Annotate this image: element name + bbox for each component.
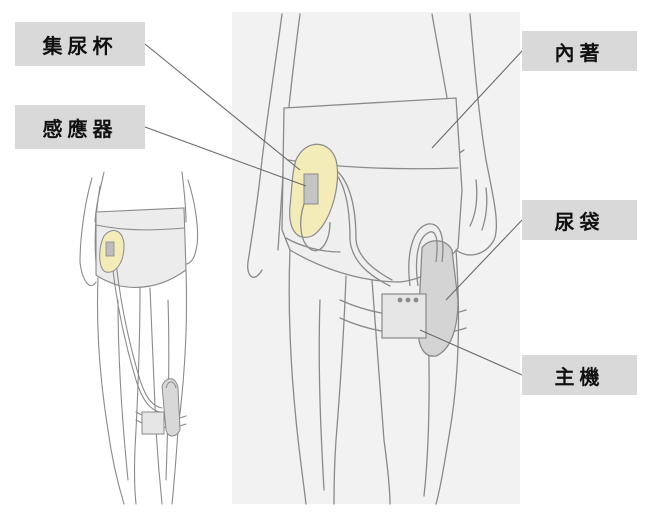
label-sensor: 感應器 xyxy=(15,105,145,149)
closeup-figure xyxy=(247,13,498,505)
full-body-figure xyxy=(79,171,199,505)
leader-sensor xyxy=(144,126,307,187)
leader-urine-bag xyxy=(445,219,523,301)
leader-main-unit xyxy=(419,329,523,376)
label-main-unit: 主機 xyxy=(522,355,637,395)
label-underwear: 內著 xyxy=(522,31,637,71)
cup-tube-loop xyxy=(300,203,331,252)
small-sensor xyxy=(105,241,115,257)
main-unit xyxy=(381,293,427,339)
label-urine-bag: 尿袋 xyxy=(522,200,637,240)
label-urine-cup: 集尿杯 xyxy=(15,22,145,66)
urine-bag xyxy=(408,223,459,357)
leader-urine-cup xyxy=(144,43,301,171)
leader-underwear xyxy=(431,50,523,149)
sensor xyxy=(303,173,319,205)
leader-lines xyxy=(144,43,523,376)
small-device xyxy=(141,378,181,437)
